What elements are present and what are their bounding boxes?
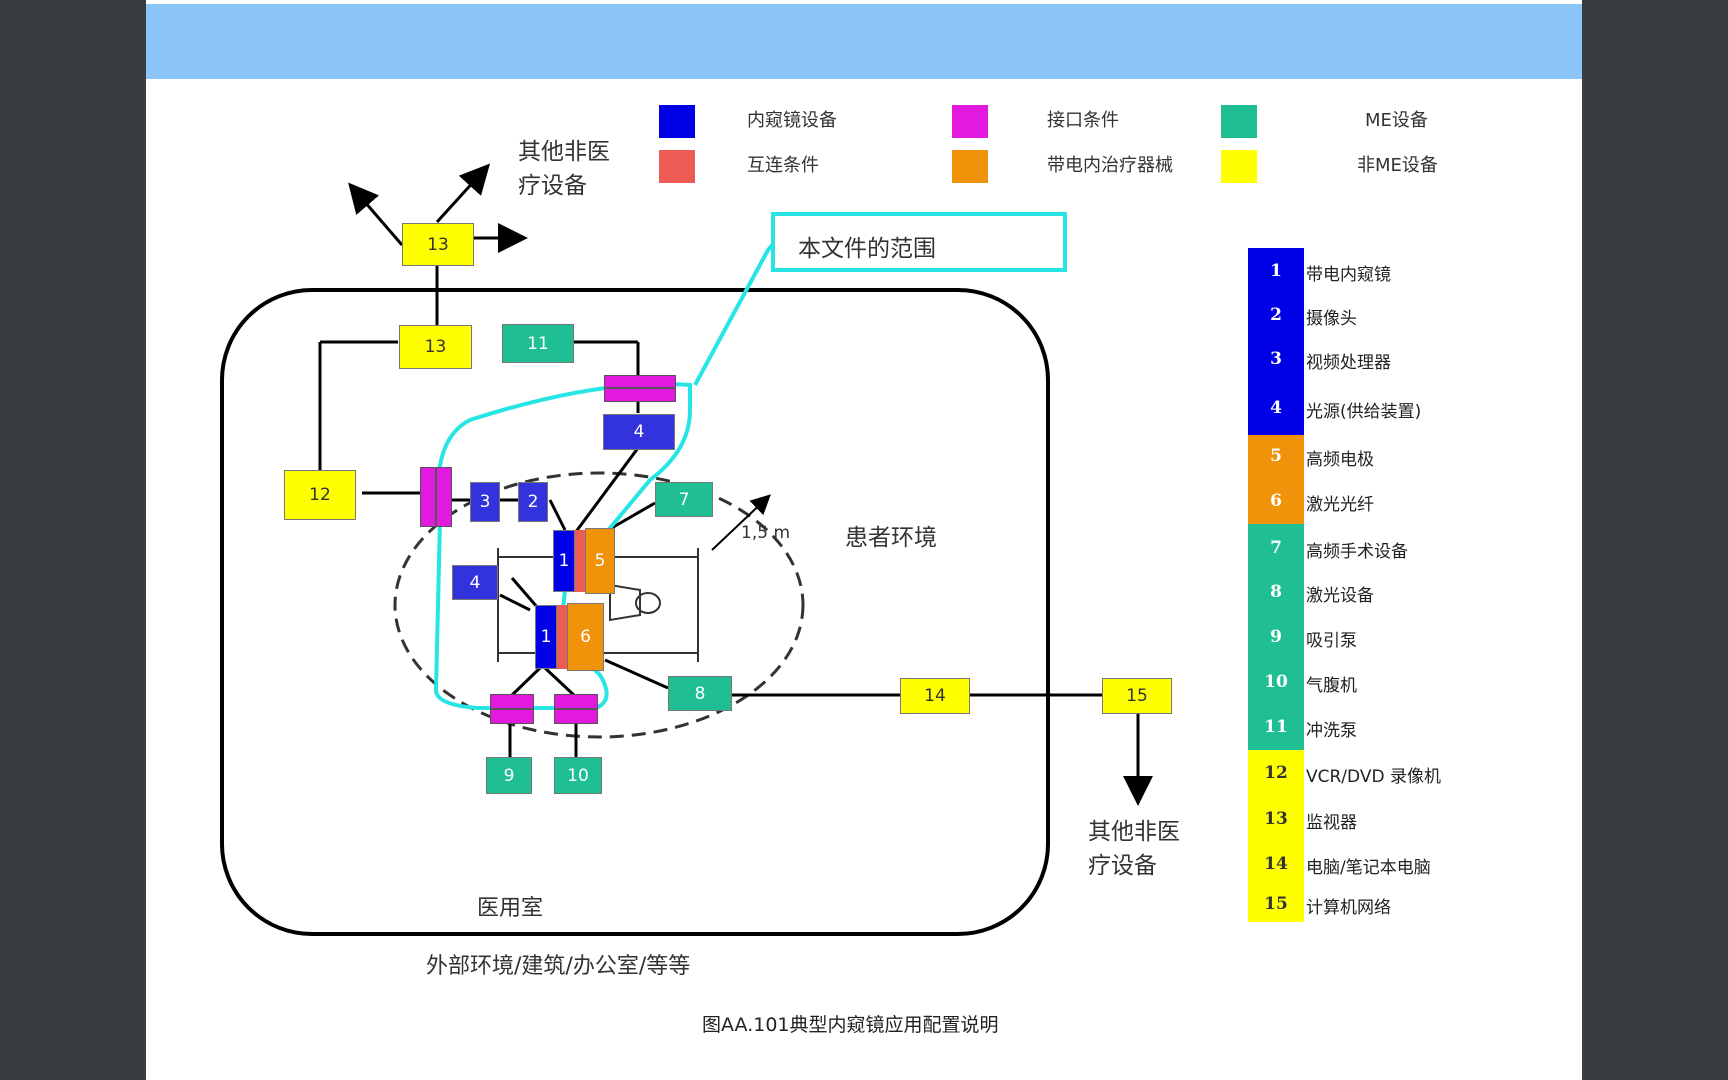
legend-number-4: 4 [1248, 381, 1304, 435]
legend-number-11: 11 [1248, 703, 1304, 750]
legend-swatch-interface [952, 105, 988, 138]
node-13-monitor-external: 13 [402, 223, 474, 266]
legend-swatch-interconnection [659, 150, 695, 183]
node-4-light-source-b: 4 [452, 565, 498, 600]
external-environment-label: 外部环境/建筑/办公室/等等 [426, 954, 691, 979]
legend-item-label-10: 气腹机 [1306, 676, 1357, 696]
header-banner [146, 4, 1582, 79]
legend-label-interconnection: 互连条件 [747, 155, 819, 176]
scope-label-frame [771, 212, 1067, 272]
legend-swatch-non-me-equipment [1221, 150, 1257, 183]
interface-block-11-4 [604, 375, 676, 402]
legend-number-3: 3 [1248, 337, 1304, 381]
legend-number-14: 14 [1248, 841, 1304, 886]
node-12-vcr-dvd: 12 [284, 470, 356, 520]
node-3-video-processor: 3 [470, 482, 500, 522]
document-page [146, 0, 1582, 1080]
legend-item-label-2: 摄像头 [1306, 309, 1357, 329]
node-1-endoscope-b: 1 [535, 605, 557, 669]
node-14-computer: 14 [900, 678, 970, 714]
legend-label-me-equipment: ME设备 [1365, 110, 1428, 131]
legend-label-non-me-equipment: 非ME设备 [1357, 155, 1438, 176]
other-equipment-label-top: 其他非医疗设备 [518, 139, 610, 199]
legend-item-label-4: 光源(供给装置) [1306, 402, 1422, 422]
medical-room-label: 医用室 [477, 896, 544, 921]
legend-item-label-7: 高频手术设备 [1306, 542, 1408, 562]
patient-environment-label: 患者环境 [845, 525, 937, 551]
legend-number-5: 5 [1248, 435, 1304, 477]
node-6-laser-fiber: 6 [567, 603, 604, 671]
node-9-suction-pump: 9 [486, 757, 532, 794]
legend-swatch-endoscope [659, 105, 695, 138]
scope-label: 本文件的范围 [798, 236, 936, 262]
node-8-laser-equipment: 8 [668, 676, 732, 711]
interconnection-b [557, 605, 567, 669]
node-2-camera: 2 [518, 482, 548, 522]
legend-item-label-5: 高频电极 [1306, 450, 1374, 470]
legend-number-13: 13 [1248, 796, 1304, 841]
scope-outline [433, 236, 780, 710]
interface-block-12-3 [420, 467, 452, 527]
legend-number-10: 10 [1248, 660, 1304, 703]
legend-item-label-6: 激光光纤 [1306, 495, 1374, 515]
legend-number-8: 8 [1248, 569, 1304, 614]
legend-number-2: 2 [1248, 293, 1304, 337]
interconnection-a [575, 530, 585, 592]
legend-item-label-11: 冲洗泵 [1306, 721, 1357, 741]
legend-item-label-9: 吸引泵 [1306, 631, 1357, 651]
legend-item-label-13: 监视器 [1306, 813, 1357, 833]
node-7-hf-surgical: 7 [655, 482, 713, 517]
node-5-hf-electrode: 5 [585, 528, 615, 594]
node-15-network: 15 [1102, 678, 1172, 714]
legend-item-label-1: 带电内窥镜 [1306, 265, 1391, 285]
distance-label: 1,5 m [741, 523, 790, 543]
other-equipment-label-bottom: 其他非医疗设备 [1088, 819, 1180, 879]
legend-number-9: 9 [1248, 614, 1304, 660]
medical-room-boundary [220, 288, 1050, 936]
node-11-irrigation-pump: 11 [502, 324, 574, 363]
figure-caption: 图AA.101典型内窥镜应用配置说明 [702, 1014, 999, 1036]
legend-swatch-me-equipment [1221, 105, 1257, 138]
legend-number-1: 1 [1248, 248, 1304, 293]
legend-item-label-14: 电脑/笔记本电脑 [1306, 858, 1431, 878]
legend-number-15: 15 [1248, 886, 1304, 922]
node-10-insufflator: 10 [554, 757, 602, 794]
node-4-light-source: 4 [603, 414, 675, 450]
legend-item-label-8: 激光设备 [1306, 586, 1374, 606]
legend-item-label-12: VCR/DVD 录像机 [1306, 767, 1441, 787]
legend-number-7: 7 [1248, 524, 1304, 571]
legend-item-label-15: 计算机网络 [1306, 898, 1391, 918]
legend-label-endoscope: 内窥镜设备 [747, 110, 837, 131]
node-1-endoscope-a: 1 [553, 530, 575, 592]
interface-block-9 [490, 694, 534, 724]
patient-environment-boundary [393, 471, 805, 739]
legend-swatch-energized-accessory [952, 150, 988, 183]
legend-number-12: 12 [1248, 750, 1304, 796]
legend-label-energized-accessory: 带电内治疗器械 [1047, 155, 1173, 176]
node-13-monitor: 13 [399, 325, 472, 369]
legend-label-interface: 接口条件 [1047, 110, 1119, 131]
legend-item-label-3: 视频处理器 [1306, 353, 1391, 373]
legend-number-6: 6 [1248, 477, 1304, 525]
interface-block-10 [554, 694, 598, 724]
